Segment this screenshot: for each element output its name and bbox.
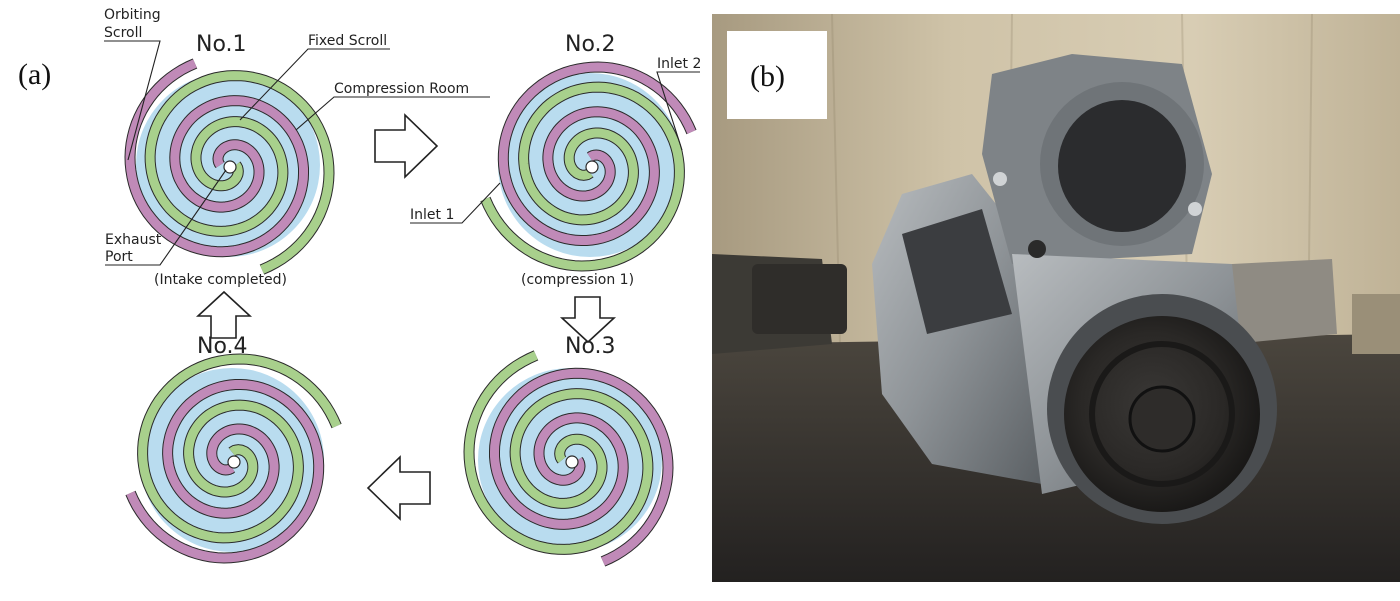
orbiting-scroll-label-line2: Scroll <box>104 25 142 41</box>
panel-b-label: (b) <box>750 60 785 93</box>
orbiting-scroll-wrap <box>126 380 324 563</box>
fixed-scroll-label: Fixed Scroll <box>308 33 387 49</box>
stage-no1 <box>124 58 335 275</box>
inlet-2-label: Inlet 2 <box>657 56 700 72</box>
scroll-compressor-diagram: (a) No.1 No.2 No.3 No.4 (Intake complete… <box>18 7 700 567</box>
compression-room-label: Compression Room <box>334 81 469 97</box>
stage-no4 <box>125 353 342 564</box>
panel-a-label: (a) <box>18 58 51 91</box>
fixed-scroll-leader <box>239 48 390 121</box>
inlet-1-label: Inlet 1 <box>410 207 454 223</box>
stage-no1-caption: (Intake completed) <box>154 272 287 288</box>
exhaust-port-label-line1: Exhaust <box>105 232 162 248</box>
exhaust-port <box>565 455 579 469</box>
inlet-2-leader <box>656 71 700 151</box>
orbiting-scroll-label-line1: Orbiting <box>104 7 161 23</box>
fixed-scroll-wrap <box>481 82 684 271</box>
compression-room-leader <box>295 96 490 131</box>
stage-no1-title: No.1 <box>196 32 247 57</box>
arrow-right-icon <box>374 113 439 179</box>
arrow-up-icon <box>195 290 253 339</box>
exhaust-port-label-line2: Port <box>105 249 133 265</box>
fixed-scroll-wrap <box>464 351 653 554</box>
exhaust-port <box>227 455 241 469</box>
stage-no2-caption: (compression 1) <box>521 272 634 288</box>
stage-no2 <box>480 61 697 272</box>
orbiting-scroll-wrap <box>125 59 308 257</box>
stage-no2-title: No.2 <box>565 32 616 57</box>
fixed-scroll-wrap <box>138 354 341 543</box>
exhaust-port-leader <box>105 169 227 266</box>
exhaust-port <box>223 160 237 174</box>
stage-no3 <box>463 350 674 567</box>
inlet-1-leader <box>410 182 501 224</box>
orbiting-scroll-leader <box>104 40 161 161</box>
exhaust-port <box>585 160 599 174</box>
compressor-photo: (b) <box>712 14 1400 582</box>
arrow-down-icon <box>559 296 617 344</box>
orbiting-scroll-wrap <box>490 368 673 566</box>
orbiting-scroll-wrap <box>498 62 696 245</box>
arrow-left-icon <box>366 455 431 521</box>
